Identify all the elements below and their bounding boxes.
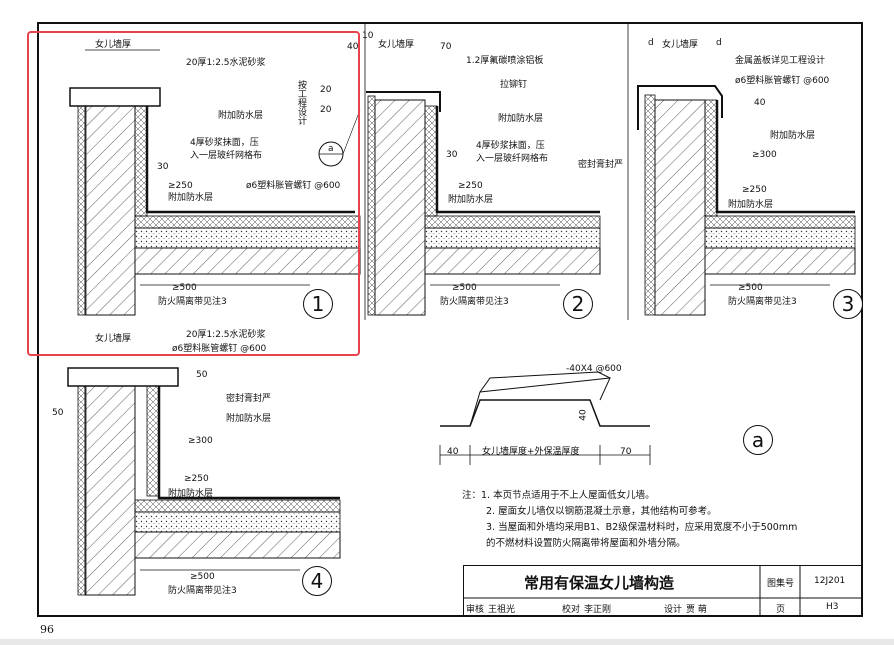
d1-fire-strip: 防火隔离带见注3: [158, 297, 227, 307]
d4-dim-300: ≥300: [188, 436, 213, 446]
d4-extra-waterproof-2: 附加防水层: [168, 489, 214, 499]
da-dim-40-h: 40: [578, 409, 589, 421]
d3-dim-40: 40: [754, 98, 766, 108]
design-label: 设计: [664, 605, 683, 615]
d4-anchor-bolt: ø6塑料胀管螺钉 @600: [172, 344, 267, 354]
d2-number-circle: 2: [563, 289, 593, 319]
d4-dim-50a: 50: [52, 408, 64, 418]
d1-mortar-cap: 20厚1:2.5水泥砂浆: [186, 58, 266, 68]
detail-3-drawing: [637, 85, 856, 316]
note-1: 1. 本页节点适用于不上人屋面低女儿墙。: [481, 490, 655, 501]
d1-number-circle: 1: [303, 289, 333, 319]
d3-dim-250: ≥250: [742, 185, 767, 195]
selection-highlight: [27, 31, 360, 356]
d3-dim-300: ≥300: [752, 150, 777, 160]
da-number-circle: a: [743, 425, 773, 455]
d2-extra-waterproof: 附加防水层: [498, 114, 544, 124]
title-block: 常用有保温女儿墙构造 图集号 12J201 审核 王祖光 校对 李正刚 设计 贾…: [463, 565, 862, 616]
d1-parapet-thickness: 女儿墙厚: [95, 40, 132, 50]
d4-mortar-cap: 20厚1:2.5水泥砂浆: [186, 330, 266, 340]
review-label: 审核: [466, 605, 485, 615]
d4-fire-strip: 防火隔离带见注3: [168, 586, 237, 596]
notes: 注：1. 本页节点适用于不上人屋面低女儿墙。 2. 屋面女儿墙仅以钢筋混凝土示意…: [462, 488, 797, 552]
detail-1-drawing: [69, 49, 361, 316]
d4-dim-50b: 50: [196, 370, 208, 380]
note-3: 3. 当屋面和外墙均采用B1、B2级保温材料时，应采用宽度不小于500mm: [486, 522, 798, 533]
d1-dim-30: 30: [157, 162, 169, 172]
page-label: 页: [776, 605, 786, 615]
reviewer: 王祖光: [488, 605, 516, 615]
d3-dim-d2: d: [716, 38, 722, 48]
page-code: H3: [826, 602, 839, 612]
d1-mesh-note-1: 4厚砂浆抹面，压: [190, 138, 259, 148]
note-4: 的不燃材料设置防火隔离带将屋面和外墙分隔。: [486, 538, 686, 549]
d2-detail-ref: a: [328, 144, 334, 154]
d3-sealant: 密封膏封严: [578, 160, 624, 170]
d2-rivet: 拉铆钉: [500, 80, 528, 90]
d4-sealant: 密封膏封严: [226, 394, 272, 404]
d2-parapet-thickness: 女儿墙厚: [378, 40, 415, 50]
d3-dim-d1: d: [648, 38, 654, 48]
designer: 贾 萌: [686, 605, 707, 615]
da-dim-40: 40: [447, 447, 459, 457]
d2-dim-20a: 20: [320, 85, 332, 95]
d1-dim-250: ≥250: [168, 181, 193, 191]
d4-parapet-thickness: 女儿墙厚: [95, 334, 132, 344]
d3-extra-waterproof-2: 附加防水层: [728, 200, 774, 210]
d4-dim-500: ≥500: [190, 572, 215, 582]
da-dim-70: 70: [620, 447, 632, 457]
detail-2-drawing: [318, 91, 601, 316]
atlas-label: 图集号: [767, 579, 795, 589]
d2-dim-10: 10: [362, 31, 374, 41]
da-size: -40X4 @600: [566, 364, 622, 374]
note-2: 2. 屋面女儿墙仅以钢筋混凝土示意，其他结构可参考。: [486, 506, 717, 517]
d1-mesh-note-2: 入一层玻纤网格布: [190, 151, 263, 161]
d2-mesh-note-1: 4厚砂浆抹面，压: [476, 141, 545, 151]
d2-dim-20b: 20: [320, 105, 332, 115]
detail-a-bracket: [439, 371, 651, 465]
d4-dim-250: ≥250: [184, 474, 209, 484]
d1-anchor-bolt: ø6塑料胀管螺钉 @600: [246, 181, 341, 191]
d2-dim-70: 70: [440, 42, 452, 52]
d1-dim-500: ≥500: [172, 283, 197, 293]
d3-number-circle: 3: [833, 289, 863, 319]
d2-mesh-note-2: 入一层玻纤网格布: [476, 154, 549, 164]
d3-extra-waterproof: 附加防水层: [770, 131, 816, 141]
d2-extra-waterproof-2: 附加防水层: [448, 195, 494, 205]
d2-fire-strip: 防火隔离带见注3: [440, 297, 509, 307]
proofer: 李正刚: [584, 605, 612, 615]
detail-4-drawing: [67, 367, 341, 596]
d2-dim-30: 30: [446, 150, 458, 160]
notes-label: 注：: [462, 490, 482, 501]
d1-extra-waterproof: 附加防水层: [218, 111, 264, 121]
d3-parapet-thickness: 女儿墙厚: [662, 40, 699, 50]
atlas-no: 12J201: [814, 576, 846, 586]
drawing-frame: [37, 22, 863, 617]
d1-extra-waterproof-2: 附加防水层: [168, 193, 214, 203]
d3-anchor-bolt: ø6塑料胀管螺钉 @600: [735, 76, 830, 86]
proof-label: 校对: [562, 605, 581, 615]
d2-dim-250: ≥250: [458, 181, 483, 191]
d3-dim-500: ≥500: [738, 283, 763, 293]
d2-engineering-design: 按工程设计: [296, 80, 306, 125]
d4-number-circle: 4: [302, 566, 332, 596]
d2-dim-500: ≥500: [452, 283, 477, 293]
d3-metal-cap: 金属盖板详见工程设计: [735, 56, 826, 66]
da-middle: 女儿墙厚度+外保温厚度: [482, 447, 580, 457]
d2-dim-40: 40: [347, 42, 359, 52]
page-number: 96: [40, 623, 54, 636]
d3-fire-strip: 防火隔离带见注3: [728, 297, 797, 307]
viewer-bottom-bar: [0, 639, 894, 645]
d4-extra-waterproof: 附加防水层: [226, 414, 272, 424]
sheet-title: 常用有保温女儿墙构造: [524, 574, 675, 592]
d2-aluminum-plate: 1.2厚氟碳喷涂铝板: [466, 56, 544, 66]
